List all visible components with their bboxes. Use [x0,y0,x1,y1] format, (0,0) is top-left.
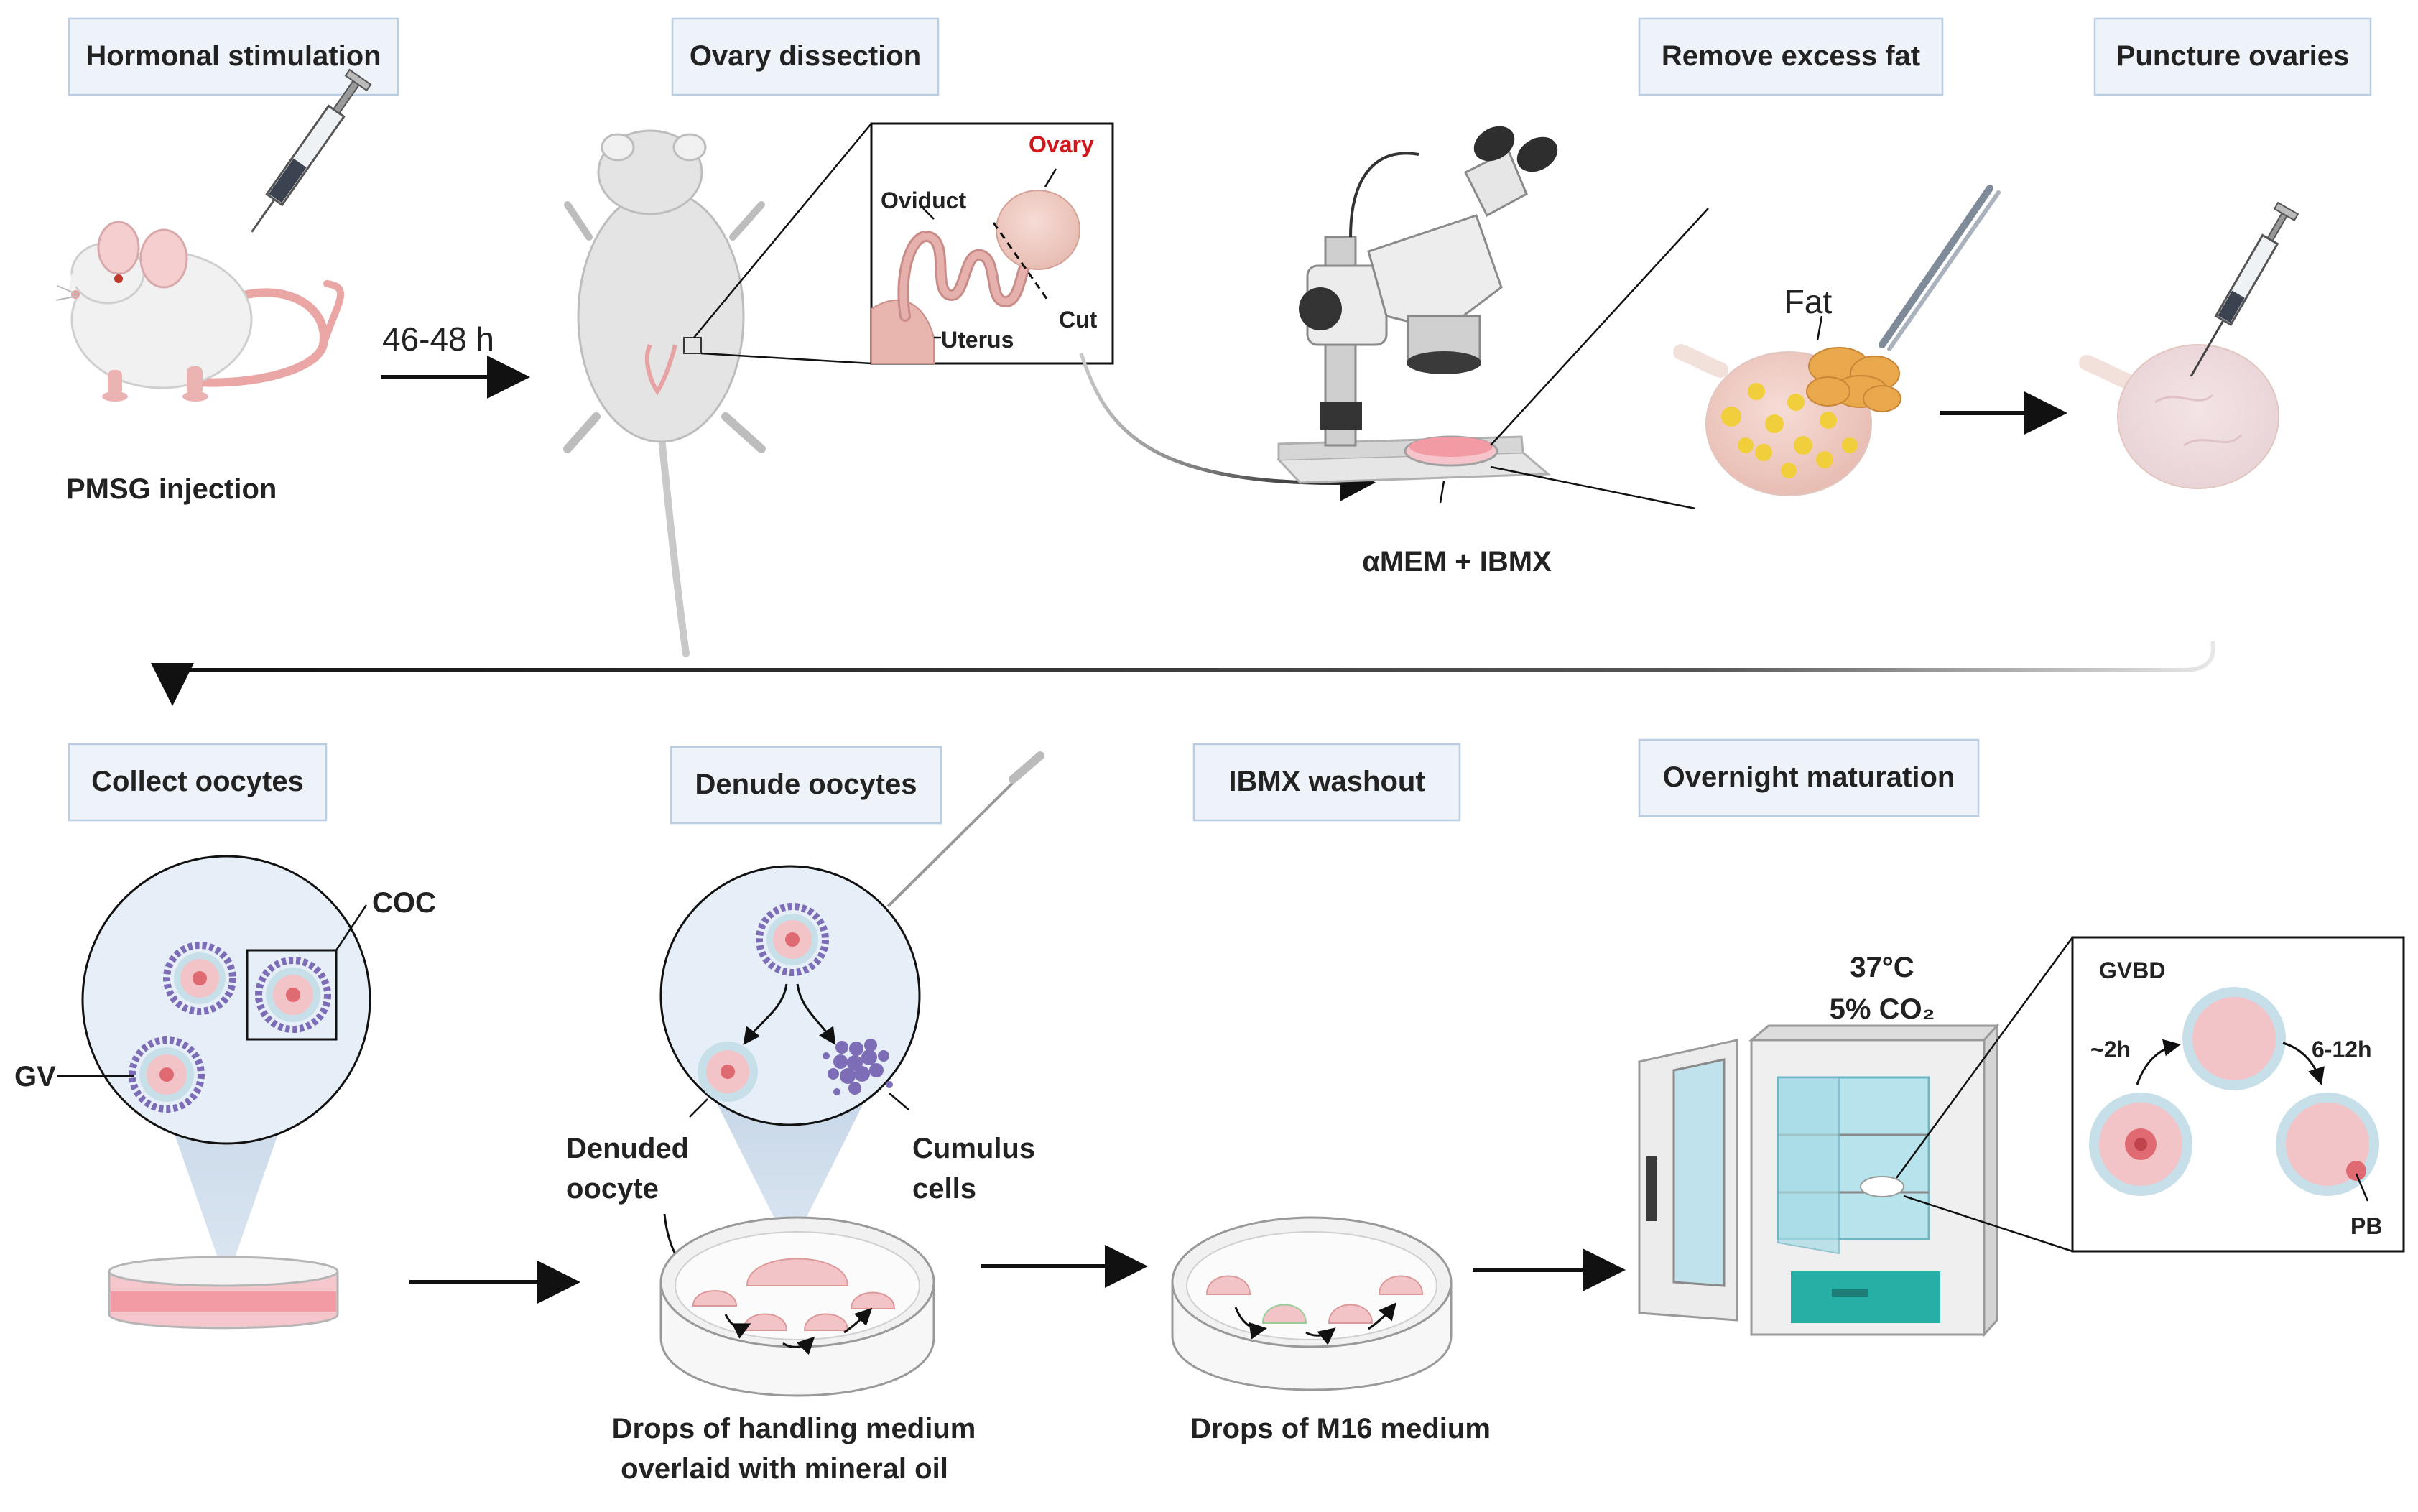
co2-label: 5% CO₂ [1830,993,1935,1025]
uterus-label: Uterus [941,327,1014,353]
zoom-line [1490,208,1709,446]
step-maturation-label: Overnight maturation [1663,761,1955,793]
mouse-icon [55,221,345,402]
step-dissection: Ovary dissection [671,17,940,96]
zoom-line [1490,465,1696,510]
coc-cell [756,903,829,976]
step-denude: Denude oocytes [670,746,942,825]
gvbd-oocyte [2182,987,2286,1090]
fat-label: Fat [1784,283,1833,320]
ovary-label: Ovary [1029,131,1094,157]
cumulus-cluster [823,1039,893,1095]
arrow-to-dish [1079,353,1376,501]
step-denude-label: Denude oocytes [695,769,917,800]
gvbd-inset [2071,936,2405,1253]
step-washout: IBMX washout [1192,743,1461,822]
forceps-icon [1879,185,2001,351]
gv-label: GV [14,1061,56,1093]
step-collect: Collect oocytes [68,743,328,822]
cumulus-label-1: Cumulus [912,1133,1035,1164]
step-maturation: Overnight maturation [1638,738,1980,817]
zoom-line [1903,1195,2073,1253]
m16-label: Drops of M16 medium [1190,1413,1491,1444]
coc-label: COC [372,887,436,919]
step-dissection-label: Ovary dissection [690,40,921,72]
handling-label-1: Drops of handling medium [612,1413,976,1444]
step-puncture: Puncture ovaries [2093,17,2372,96]
step-hormonal: Hormonal stimulation [68,17,399,96]
pipette-icon [886,760,1036,908]
ovary-inset [870,122,1114,365]
step-fat-label: Remove excess fat [1662,40,1920,72]
dissected-mouse-icon [563,129,766,657]
denude-zoom [659,865,921,1250]
ovary-with-fat [1673,315,1901,496]
gvbd-label: GVBD [2099,957,2165,983]
step-fat: Remove excess fat [1638,17,1944,96]
coc-cell [255,957,331,1033]
mii-oocyte [2276,1093,2379,1196]
coc-cell [163,942,236,1015]
dish-m16 [1171,1216,1453,1391]
denuded-label-1: Denuded [566,1133,689,1164]
gv-oocyte [2089,1093,2192,1196]
time-6-12h-label: 6-12h [2312,1036,2372,1062]
temp-label: 37°C [1850,952,1914,983]
pmsg-label: PMSG injection [66,473,277,505]
step-washout-label: IBMX washout [1228,766,1425,797]
zoom-line [693,123,872,338]
pb-label: PB [2350,1213,2382,1239]
needle-icon [2190,201,2299,377]
punctured-ovary [2079,344,2279,489]
zoom-line [1895,937,2074,1179]
oviduct-label: Oviduct [881,187,966,213]
incubator-icon [1638,1023,2000,1337]
collect-zoom [81,855,371,1282]
cumulus-label-2: cells [912,1173,976,1205]
step-puncture-label: Puncture ovaries [2116,40,2350,72]
microscope-icon [1276,126,1558,484]
denuded-label-2: oocyte [566,1173,659,1205]
step-hormonal-label: Hormonal stimulation [85,40,381,72]
medium-label: αMEM + IBMX [1362,546,1552,578]
handling-label-2: overlaid with mineral oil [621,1453,948,1485]
dish-handling [659,1216,935,1397]
cut-label: Cut [1059,307,1098,333]
syringe-icon [251,68,372,233]
dish-collect [108,1256,339,1330]
zoom-line [700,352,872,365]
coc-cell [129,1036,205,1113]
denuded-oocyte [698,1042,758,1102]
time-label: 46-48 h [382,320,494,358]
connector-arrow [151,641,2215,706]
time-2h-label: ~2h [2090,1036,2131,1062]
step-collect-label: Collect oocytes [91,766,304,797]
